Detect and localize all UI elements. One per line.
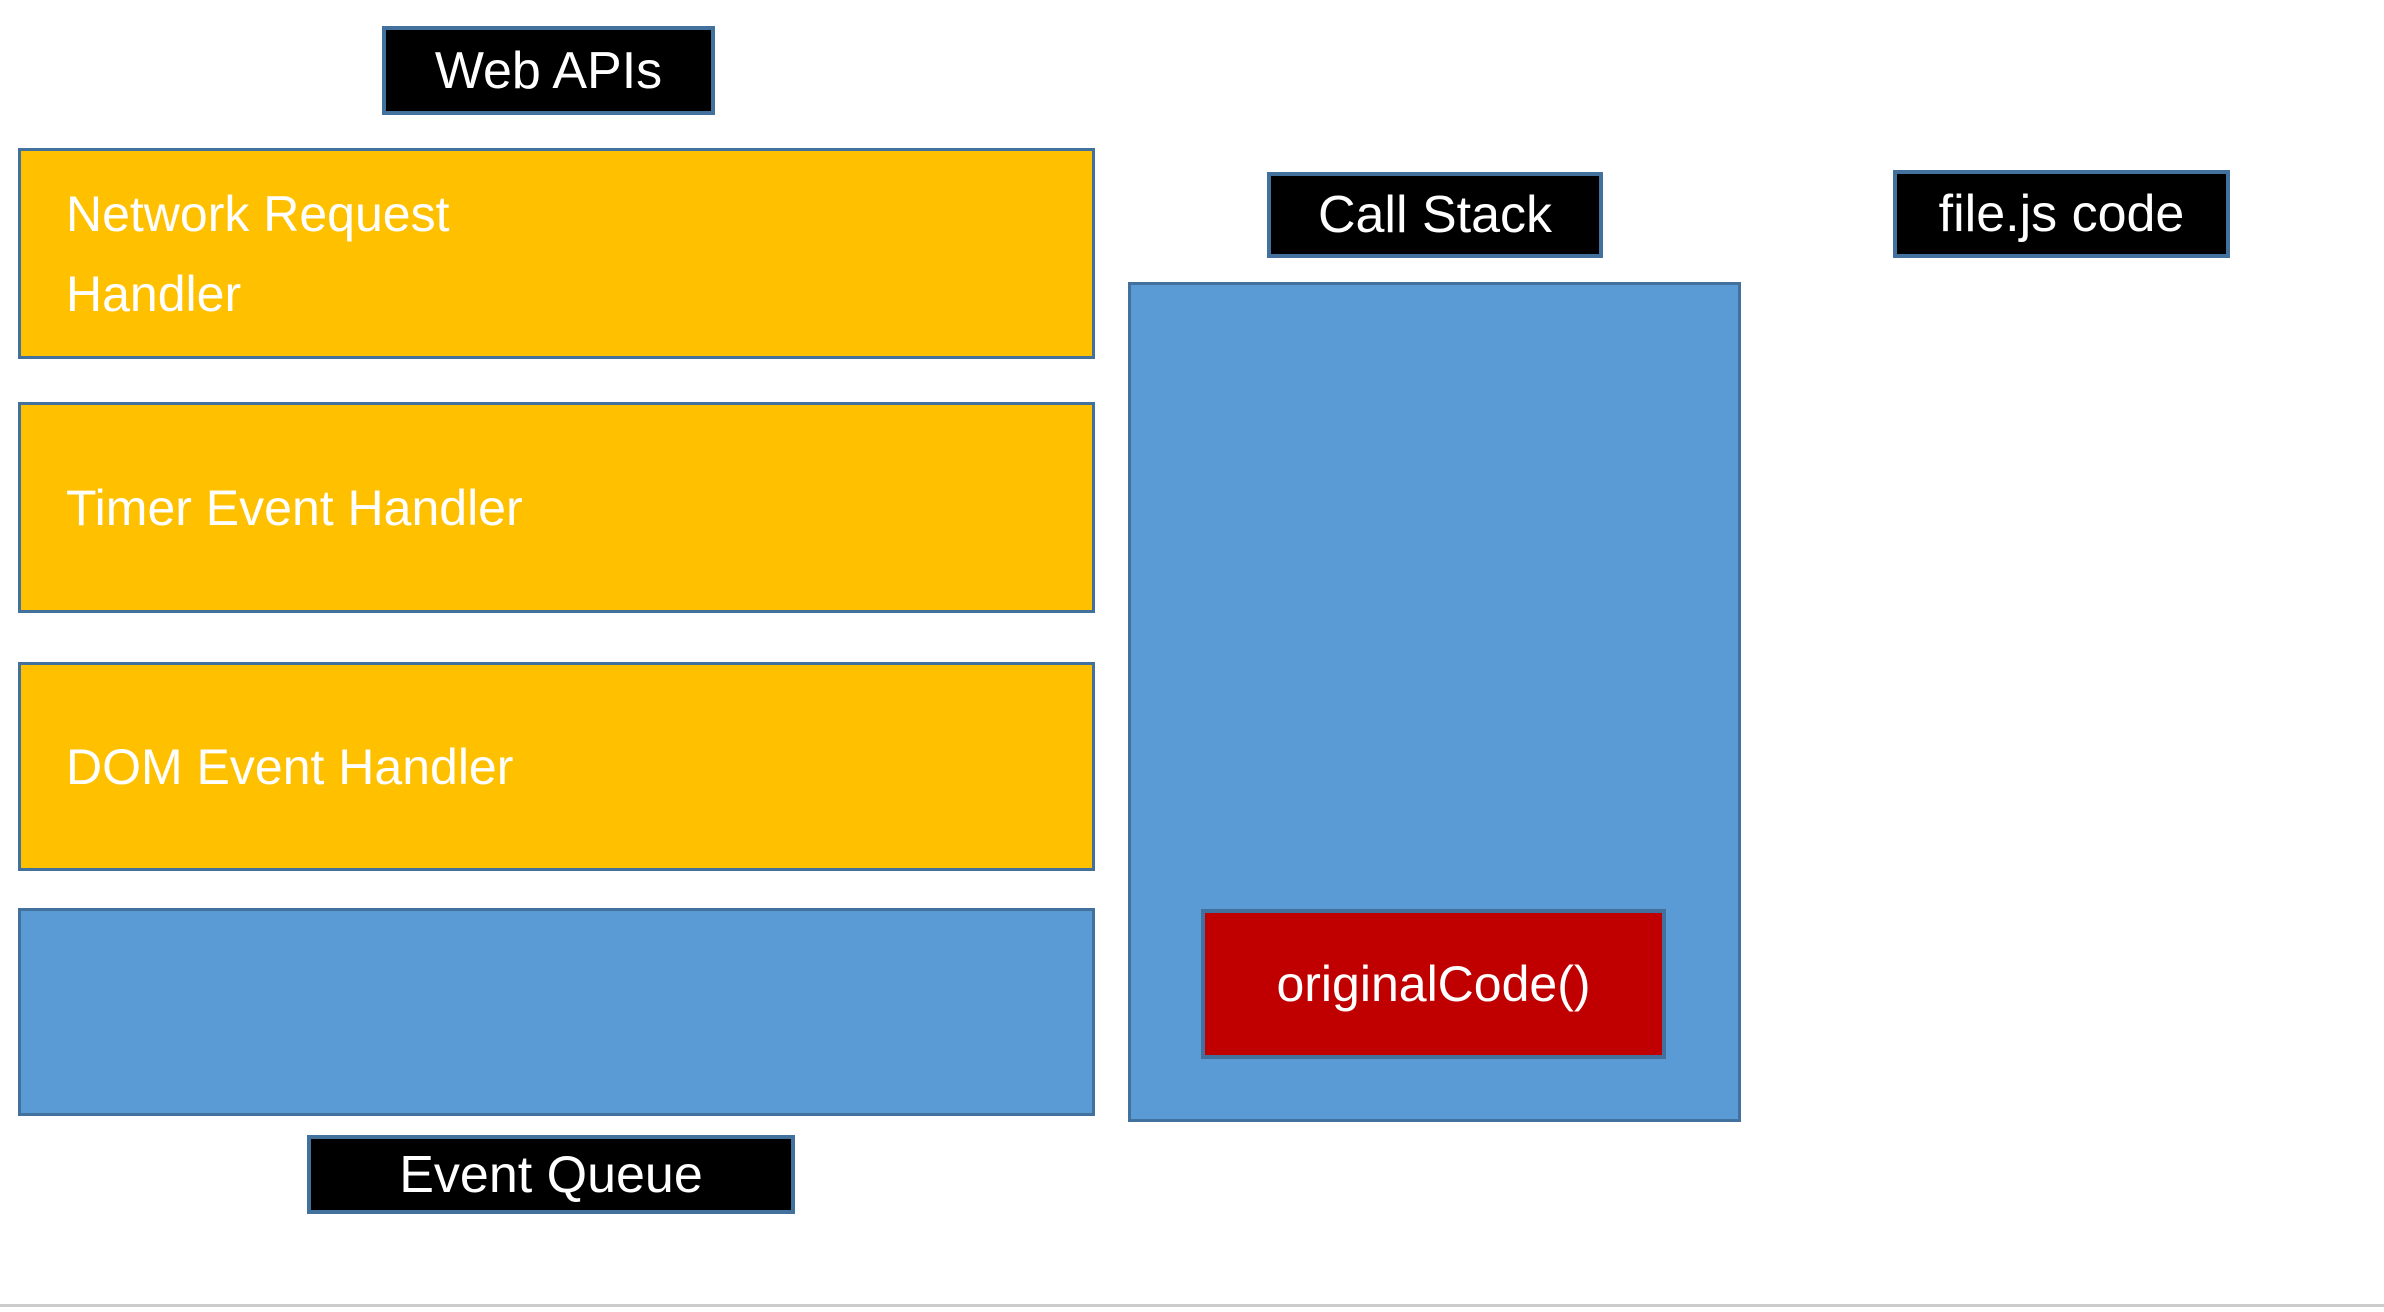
event-queue-label-text: Event Queue (399, 1145, 703, 1204)
event-queue-box (18, 908, 1095, 1116)
dom-event-handler-box: DOM Event Handler (18, 662, 1095, 871)
network-request-handler-label: Network Request Handler (66, 185, 450, 322)
call-stack-label-text: Call Stack (1317, 186, 1553, 244)
dom-event-handler-label: DOM Event Handler (66, 738, 514, 795)
file-js-code-label: file.js code (1893, 170, 2230, 258)
original-code-frame-label: originalCode() (1276, 956, 1591, 1012)
original-code-stack-frame: originalCode() (1201, 909, 1666, 1059)
web-apis-label-text: Web APIs (434, 41, 663, 100)
network-request-handler-box: Network Request Handler (18, 148, 1095, 359)
timer-event-handler-box: Timer Event Handler (18, 402, 1095, 613)
timer-event-handler-label: Timer Event Handler (66, 479, 523, 536)
web-apis-label: Web APIs (382, 26, 715, 115)
call-stack-label: Call Stack (1267, 172, 1603, 258)
bottom-divider-line (0, 1304, 2384, 1307)
file-js-code-label-text: file.js code (1938, 185, 2185, 243)
event-queue-label: Event Queue (307, 1135, 795, 1214)
